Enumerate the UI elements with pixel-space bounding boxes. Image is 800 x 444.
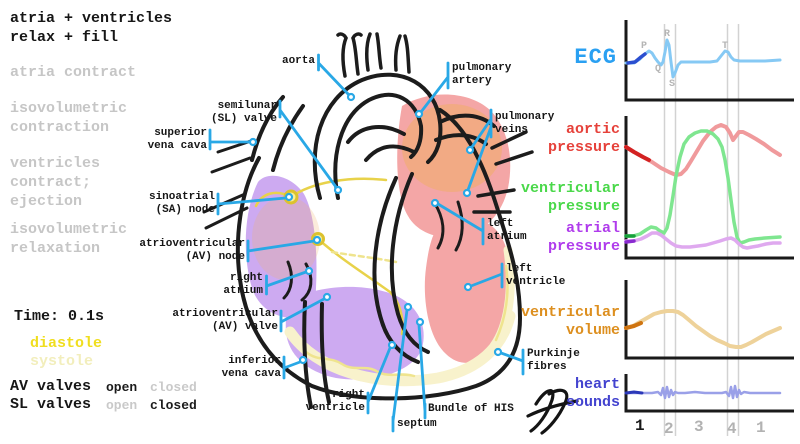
phase-ventricles-contract: ventricles contract; ejection: [10, 155, 101, 210]
ventricular-pressure: [624, 129, 782, 245]
volume-start-segment: [624, 321, 643, 330]
ventricular-volume: [624, 309, 782, 349]
phase-number-1: 1: [635, 417, 645, 435]
ecg-graph-title: ECG: [574, 45, 617, 70]
label-sinoatrial-node: sinoatrial (SA) node: [148, 191, 215, 216]
av-valves-closed-state: closed: [150, 380, 197, 395]
sl-valves-closed-state: closed: [150, 398, 197, 413]
phase-number-1-repeat: 1: [756, 419, 766, 437]
label-pulmonary-veins: pulmonary veins: [495, 111, 555, 136]
sounds-start-segment: [624, 390, 644, 395]
leader-endpoints: [248, 92, 503, 365]
phase-relax-fill: atria + ventricles relax + fill: [10, 10, 173, 46]
atrial-pressure: [624, 231, 782, 250]
left-atrium-orange-tint: [402, 104, 502, 192]
label-semilunar-valve: semilunar (SL) valve: [210, 100, 277, 125]
av-valves-label: AV valves: [10, 378, 92, 395]
atrial-pressure-title: atrial pressure: [547, 220, 620, 255]
label-inferior-vena-cava: inferior vena cava: [221, 355, 281, 380]
ventricular-pressure-title: ventricular pressure: [520, 180, 620, 215]
diastole-label: diastole: [30, 335, 103, 352]
label-atrioventricular-node: atrioventricular (AV) node: [139, 238, 245, 263]
phase-isovolumetric-relaxation: isovolumetric relaxation: [10, 221, 128, 257]
heart-sounds-title: heart sounds: [565, 376, 620, 411]
sounds-axes: [624, 374, 794, 413]
leader-lines: [208, 53, 525, 433]
av-valves-open-state: open: [106, 380, 138, 395]
label-right-ventricle: right ventricle: [305, 389, 365, 414]
atrial-start-segment: [624, 239, 636, 244]
ecg-start-segment: [626, 52, 647, 65]
phase-isovolumetric-contraction: isovolumetric contraction: [10, 100, 128, 136]
ecg-s-wave-label: S: [669, 79, 676, 90]
ecg-t-wave-label: T: [722, 41, 729, 52]
aortic-pressure-title: aortic pressure: [547, 121, 620, 156]
right-atrium-orange-tint: [252, 196, 320, 280]
phase-number-3: 3: [694, 418, 704, 436]
label-bundle-of-his: Bundle of HIS: [428, 403, 514, 415]
phase-number-4: 4: [727, 420, 737, 438]
aortic-start-segment: [624, 145, 651, 162]
label-septum: septum: [397, 418, 437, 430]
label-pulmonary-artery: pulmonary artery: [452, 62, 512, 87]
ecg-r-wave-label: R: [664, 29, 671, 40]
ecg-q-wave-label: Q: [655, 64, 662, 75]
ecg-axes: [624, 20, 794, 102]
label-aorta: aorta: [281, 55, 315, 67]
phase-number-2: 2: [664, 420, 674, 438]
heart-outline-art: [202, 32, 534, 409]
aortic-pressure: [624, 123, 782, 177]
phase-atria-contract: atria contract: [10, 64, 137, 81]
signature: [526, 388, 579, 435]
label-superior-vena-cava: superior vena cava: [147, 127, 207, 152]
inner-wall-lining-right: [489, 245, 515, 351]
pressures-axes: [624, 116, 794, 260]
label-left-ventricle: left ventricle: [506, 263, 566, 288]
label-right-atrium: right atrium: [223, 272, 263, 297]
ecg-trace: [624, 38, 782, 79]
volume-axes: [624, 280, 794, 360]
label-atrioventricular-valve: atrioventricular (AV) valve: [172, 308, 278, 333]
time-step-label: Time: 0.1s: [14, 308, 105, 325]
label-purkinje-fibres: Purkinje fibres: [527, 348, 580, 373]
ventricular-volume-title: ventricular volume: [520, 304, 620, 339]
ecg-p-wave-label: P: [641, 41, 648, 52]
label-left-atrium: left atrium: [487, 218, 527, 243]
sl-valves-open-state: open: [106, 398, 138, 413]
systole-label: systole: [30, 353, 94, 370]
heart-sounds: [624, 384, 782, 400]
sl-valves-label: SL valves: [10, 396, 92, 413]
